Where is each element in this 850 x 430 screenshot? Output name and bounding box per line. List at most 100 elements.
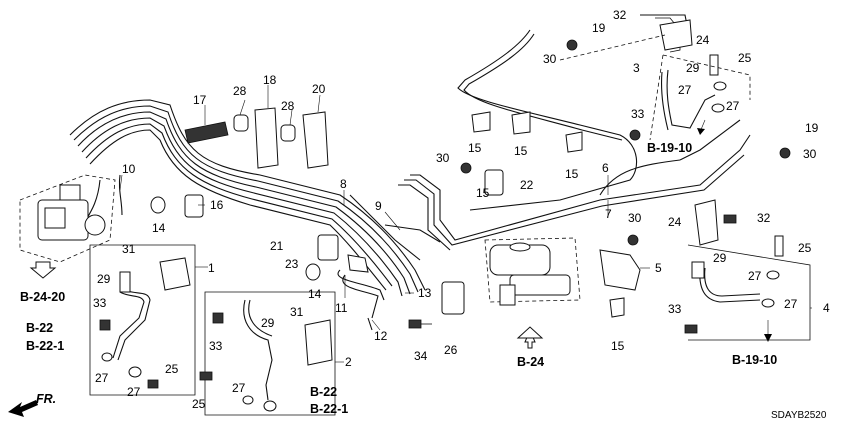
rear-right-hose-assembly [629,17,727,141]
pipe-clamp-20 [302,94,329,169]
grommet-28b [280,124,296,142]
label-15a: 15 [468,141,482,155]
label-27a: 27 [678,83,692,97]
label-11: 11 [335,301,348,315]
label-27e: 27 [95,371,109,385]
label-33b: 33 [668,302,682,316]
label-15c: 15 [565,167,579,181]
ref-arrow-b24-20 [29,261,57,279]
label-31b: 31 [290,305,304,319]
label-34: 34 [414,349,428,363]
pipe-clamp-21 [317,234,339,261]
label-25c: 25 [165,362,179,376]
label-27f: 27 [127,385,141,399]
label-28a: 28 [233,84,247,98]
bolt-30d [627,234,639,246]
label-14a: 14 [152,221,166,235]
grommet-14b [305,263,321,281]
label-16: 16 [210,198,224,212]
reference-labels: B-19-10 B-19-10 B-24-20 B-22 B-22-1 B-22… [20,141,777,416]
label-26: 26 [444,343,458,357]
abs-modulator-unit [37,184,106,241]
pipe-clamp-22 [484,169,504,196]
label-2: 2 [345,355,352,369]
ref-b22-1-mid: B-22-1 [310,402,348,416]
label-15b: 15 [514,144,528,158]
pipe-bundle [69,99,441,331]
label-24a: 24 [696,33,710,47]
label-3: 3 [633,61,640,75]
label-24b: 24 [668,215,682,229]
label-13: 13 [418,286,432,300]
label-25a: 25 [738,51,752,65]
label-27c: 27 [748,269,762,283]
label-22: 22 [520,178,534,192]
label-6: 6 [602,161,609,175]
label-5: 5 [655,261,662,275]
master-cylinder-group [484,237,581,306]
front-label: FR. [36,392,56,406]
label-10: 10 [122,162,136,176]
grommet-28a [233,114,249,132]
diagram-code: SDAYB2520 [771,410,827,421]
clip-15d [609,297,625,318]
bolt-30b [460,162,472,174]
rear-right-dashed-box [559,34,751,141]
ref-arrow-b24 [516,326,544,349]
bolt-34 [408,319,432,329]
ref-arrow-b19-10-bottom [764,320,772,342]
abs-modulator-group [19,174,116,263]
label-30b: 30 [436,151,450,165]
label-33d: 33 [209,339,223,353]
clip-23 [347,254,369,273]
label-25b: 25 [798,241,812,255]
front-left-hose-box [89,244,196,396]
label-29a: 29 [686,61,700,75]
grommet-14a [150,196,166,214]
label-20: 20 [312,82,326,96]
label-15d: 15 [476,186,490,200]
label-28b: 28 [281,99,295,113]
rear-left-dashed-box [687,244,811,341]
label-29c: 29 [97,272,111,286]
ref-arrow-b19-10-top [697,119,706,135]
label-30a: 30 [543,52,557,66]
ref-b19-10-top: B-19-10 [647,141,692,155]
label-31a: 31 [122,242,136,256]
leader-lines [119,99,812,363]
ref-b24: B-24 [517,355,544,369]
pipe-clamp-16 [184,194,204,218]
ref-b19-10-bottom: B-19-10 [732,353,777,367]
label-1: 1 [208,261,215,275]
pipe-clamp-17 [184,105,229,144]
label-29b: 29 [713,251,727,265]
label-25d: 25 [192,397,206,411]
label-32a: 32 [613,8,627,22]
label-27b: 27 [726,99,740,113]
label-27g: 27 [232,381,246,395]
bolt-30c [779,147,791,159]
proportioning-valve-26 [441,281,465,315]
label-15e: 15 [611,339,625,353]
clip-15c [565,131,583,153]
clip-15a [471,111,491,133]
label-33c: 33 [93,296,107,310]
label-27d: 27 [784,297,798,311]
ref-b22-left: B-22 [26,321,53,335]
ref-b22-1-left: B-22-1 [26,339,64,353]
label-30c: 30 [803,147,817,161]
bolt-30a [566,39,578,51]
label-7: 7 [605,207,612,221]
label-33a: 33 [631,107,645,121]
label-14b: 14 [308,287,322,301]
clip-15b [511,111,531,135]
front-direction-arrow [8,400,38,417]
label-19a: 19 [592,21,606,35]
part-number-labels: 1 2 3 4 5 6 7 8 9 10 11 12 13 14 14 15 1… [93,8,830,411]
ref-b24-20: B-24-20 [20,290,65,304]
rear-left-hose-assembly [684,199,784,334]
bracket-5 [599,249,641,291]
pipe-clamp-18 [254,85,279,169]
